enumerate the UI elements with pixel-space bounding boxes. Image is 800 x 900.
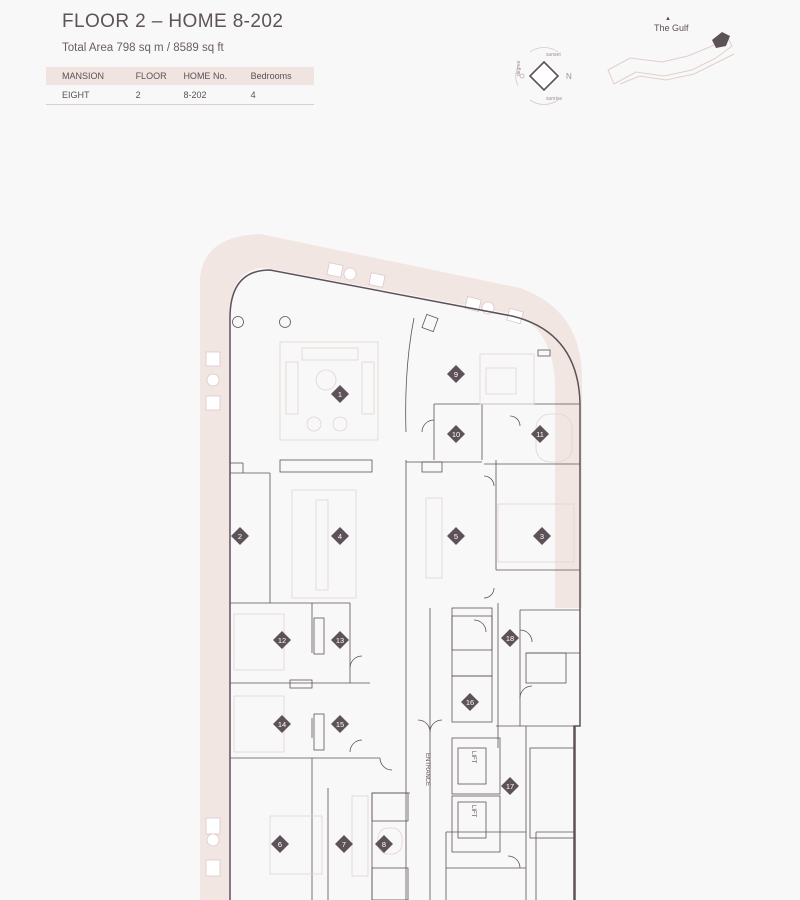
compass-diamond-icon: [528, 60, 560, 92]
room-marker-2: 2: [231, 527, 249, 545]
specs-header-row: MANSION FLOOR HOME No. Bedrooms: [46, 67, 314, 85]
compass-degree: degree: [516, 60, 522, 76]
room-marker-9: 9: [447, 365, 465, 383]
room-marker-11: 11: [531, 425, 549, 443]
room-marker-label: 5: [454, 532, 458, 541]
room-marker-label: 1: [338, 390, 342, 399]
specs-home: 8-202: [183, 85, 251, 105]
terrace: [200, 234, 582, 900]
room-marker-label: 18: [506, 634, 514, 643]
room-marker-7: 7: [335, 835, 353, 853]
specs-header-floor: FLOOR: [135, 67, 184, 85]
room-marker-label: 7: [342, 840, 346, 849]
room-marker-label: 15: [336, 720, 344, 729]
compass-sunset: sunset: [546, 52, 561, 58]
room-marker-diamond-icon: [501, 777, 519, 795]
room-marker-label: 2: [238, 532, 242, 541]
entrance-label: ENTRANCE: [424, 753, 430, 786]
room-marker-diamond-icon: [331, 715, 349, 733]
total-area: Total Area 798 sq m / 8589 sq ft: [62, 42, 224, 54]
highlighted-building-icon: [712, 32, 730, 48]
room-marker-17: 17: [501, 777, 519, 795]
room-marker-14: 14: [273, 715, 291, 733]
room-marker-diamond-icon: [501, 629, 519, 647]
room-marker-label: 4: [338, 532, 342, 541]
specs-mansion: EIGHT: [46, 85, 136, 105]
room-marker-label: 6: [278, 840, 282, 849]
specs-header-home: HOME No.: [183, 67, 251, 85]
room-marker-label: 11: [536, 430, 544, 439]
room-marker-label: 16: [466, 698, 474, 707]
room-marker-label: 8: [382, 840, 386, 849]
room-marker-diamond-icon: [273, 715, 291, 733]
room-marker-6: 6: [271, 835, 289, 853]
interior-walls: [229, 317, 580, 900]
room-marker-diamond-icon: [447, 527, 465, 545]
room-marker-label: 13: [336, 636, 344, 645]
room-marker-1: 1: [331, 385, 349, 403]
specs-header-mansion: MANSION: [46, 67, 136, 85]
room-marker-label: 9: [454, 370, 458, 379]
room-marker-12: 12: [273, 631, 291, 649]
room-marker-diamond-icon: [335, 835, 353, 853]
outer-walls: [229, 269, 581, 900]
specs-row: EIGHT 2 8-202 4: [46, 85, 314, 105]
compass-sunrise: sunrise: [546, 96, 562, 102]
room-marker-13: 13: [331, 631, 349, 649]
compass: N sunset sunrise degree: [508, 46, 580, 106]
site-keymap: [600, 18, 745, 106]
gulf-arrow-icon: ▲: [665, 16, 671, 22]
room-marker-10: 10: [447, 425, 465, 443]
room-marker-label: 3: [540, 532, 544, 541]
room-marker-diamond-icon: [447, 425, 465, 443]
room-marker-diamond-icon: [533, 527, 551, 545]
furniture: [233, 341, 575, 877]
room-marker-label: 14: [278, 720, 286, 729]
lift-label-1: LIFT: [470, 751, 476, 764]
room-marker-label: 12: [278, 636, 286, 645]
room-marker-diamond-icon: [331, 385, 349, 403]
room-marker-4: 4: [331, 527, 349, 545]
compass-north: N: [566, 72, 572, 81]
specs-floor: 2: [135, 85, 184, 105]
room-marker-diamond-icon: [461, 693, 479, 711]
specs-header-bedrooms: Bedrooms: [250, 67, 314, 85]
room-marker-diamond-icon: [375, 835, 393, 853]
page-title: FLOOR 2 – HOME 8-202: [62, 11, 284, 32]
room-marker-diamond-icon: [447, 365, 465, 383]
room-marker-diamond-icon: [331, 631, 349, 649]
room-marker-18: 18: [501, 629, 519, 647]
specs-bedrooms: 4: [250, 85, 314, 105]
room-marker-16: 16: [461, 693, 479, 711]
room-marker-label: 17: [506, 782, 514, 791]
lift-label-2: LIFT: [470, 805, 476, 818]
room-marker-diamond-icon: [231, 527, 249, 545]
room-marker-diamond-icon: [273, 631, 291, 649]
room-marker-15: 15: [331, 715, 349, 733]
specs-table: MANSION FLOOR HOME No. Bedrooms EIGHT 2 …: [46, 67, 314, 105]
columns: [232, 313, 551, 357]
room-marker-label: 10: [452, 430, 460, 439]
room-marker-diamond-icon: [531, 425, 549, 443]
room-marker-diamond-icon: [271, 835, 289, 853]
room-marker-3: 3: [533, 527, 551, 545]
room-marker-diamond-icon: [331, 527, 349, 545]
gulf-label: The Gulf: [654, 23, 689, 33]
room-marker-8: 8: [375, 835, 393, 853]
room-marker-5: 5: [447, 527, 465, 545]
door-swings: [349, 415, 533, 869]
degree-dot-icon: [519, 73, 525, 79]
